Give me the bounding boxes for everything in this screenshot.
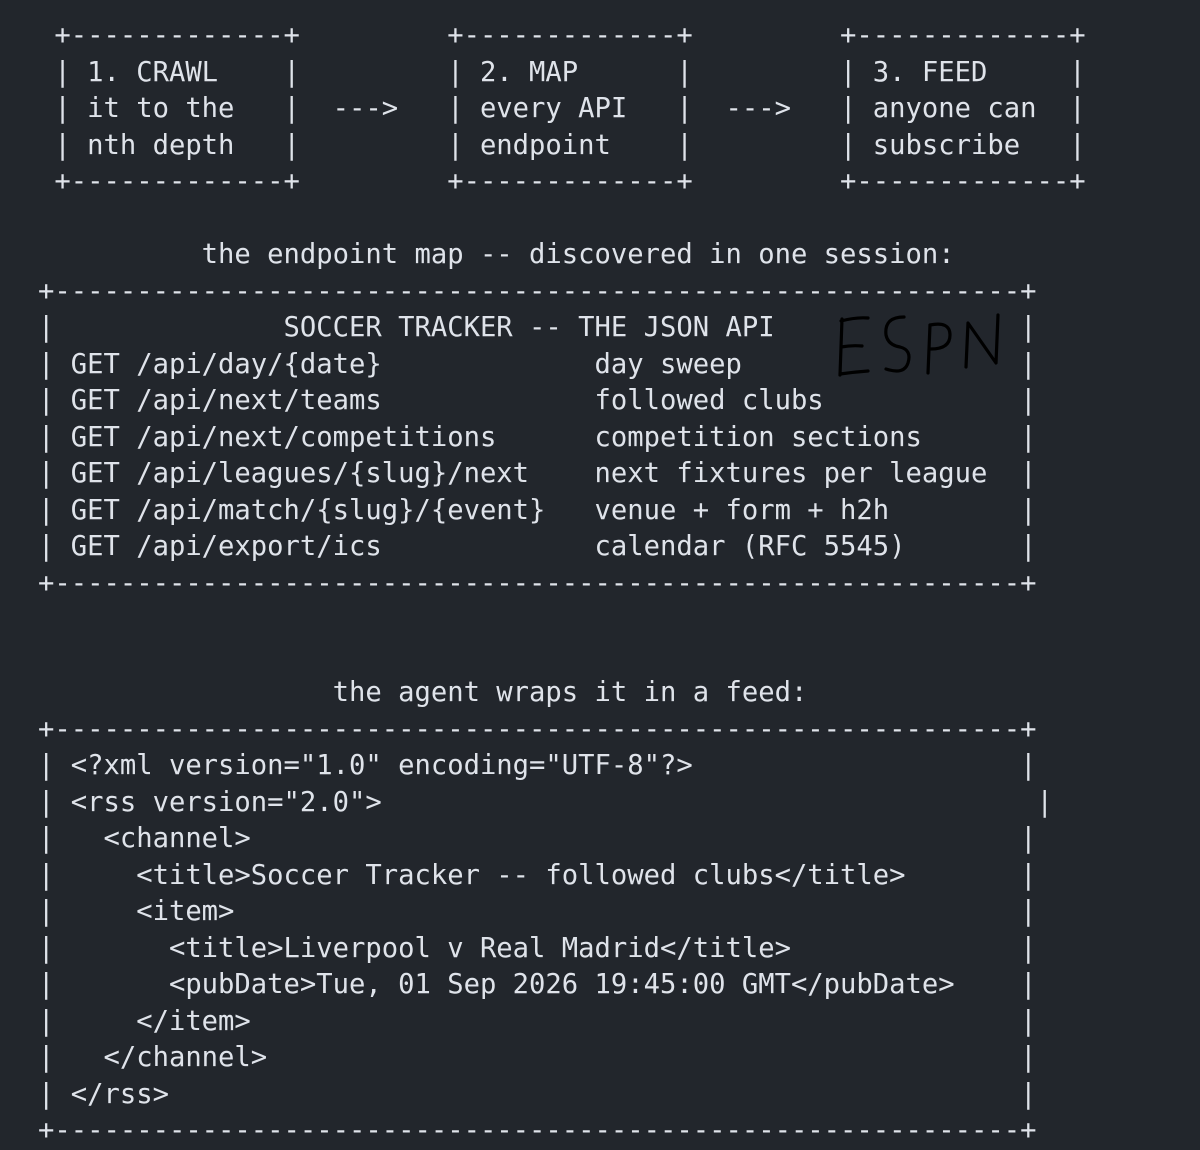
spacer-line: [38, 602, 1086, 639]
feed-xml-line: | <title>Liverpool v Real Madrid</title>…: [38, 932, 1037, 964]
spacer-line: [38, 201, 1086, 238]
step-box-row-2-arrows: | it to the | ---> | every API | ---> | …: [38, 93, 1086, 124]
ascii-diagram: +-------------+ +-------------+ +-------…: [38, 18, 1086, 1150]
step-box-row-3: | nth depth | | endpoint | | subscribe |: [38, 129, 1086, 161]
step-box-bottom-border: +-------------+ +-------------+ +-------…: [38, 166, 1086, 197]
feed-xml-line: | </rss> |: [38, 1078, 1037, 1110]
feed-xml-line: | <channel> |: [38, 823, 1037, 854]
api-endpoint-row: | GET /api/match/{slug}/{event} venue + …: [38, 494, 1037, 526]
step-box-top-border: +-------------+ +-------------+ +-------…: [38, 20, 1086, 51]
feed-xml-line: | </channel> |: [38, 1042, 1037, 1073]
api-endpoint-row: | GET /api/next/teams followed clubs |: [38, 385, 1037, 416]
api-table-top-border: +---------------------------------------…: [38, 275, 1037, 307]
feed-box-top-border: +---------------------------------------…: [38, 713, 1037, 745]
api-endpoint-row: | GET /api/leagues/{slug}/next next fixt…: [38, 458, 1037, 489]
endpoint-map-caption: the endpoint map -- discovered in one se…: [38, 239, 955, 270]
api-endpoint-row: | GET /api/next/competitions competition…: [38, 421, 1037, 453]
feed-xml-line: | <title>Soccer Tracker -- followed club…: [38, 859, 1037, 891]
spacer-line: [38, 639, 1086, 676]
feed-xml-line: | <rss version="2.0"> |: [38, 786, 1053, 818]
api-table-title: | SOCCER TRACKER -- THE JSON API |: [38, 312, 1037, 343]
feed-caption: the agent wraps it in a feed:: [38, 677, 808, 708]
step-box-row-titles: | 1. CRAWL | | 2. MAP | | 3. FEED |: [38, 56, 1086, 88]
feed-xml-line: | </item> |: [38, 1005, 1037, 1037]
feed-xml-line: | <item> |: [38, 896, 1037, 927]
api-table-bottom-border: +---------------------------------------…: [38, 567, 1037, 599]
handwritten-espn-annotation: [838, 313, 1000, 377]
api-endpoint-row: | GET /api/export/ics calendar (RFC 5545…: [38, 531, 1037, 562]
feed-xml-line: | <?xml version="1.0" encoding="UTF-8"?>…: [38, 750, 1037, 781]
api-endpoint-row: | GET /api/day/{date} day sweep |: [38, 348, 1037, 380]
feed-box-bottom-border: +---------------------------------------…: [38, 1115, 1037, 1146]
feed-xml-line: | <pubDate>Tue, 01 Sep 2026 19:45:00 GMT…: [38, 969, 1037, 1000]
